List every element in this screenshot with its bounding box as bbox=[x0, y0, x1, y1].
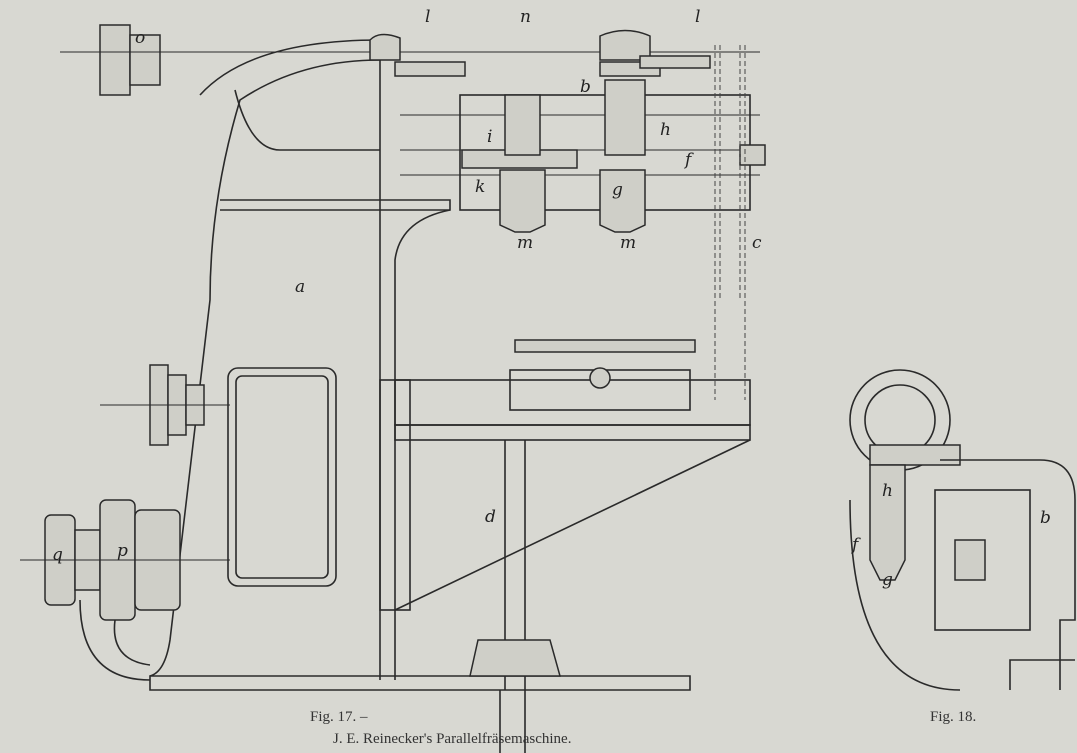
fig18-label-h: h bbox=[882, 481, 893, 501]
label-m-left: m bbox=[517, 233, 533, 253]
label-i: i bbox=[487, 127, 492, 147]
fig-18-caption: Fig. 18. bbox=[930, 709, 977, 725]
label-l-right: l bbox=[695, 7, 700, 27]
label-q: q bbox=[52, 545, 63, 565]
fig18-label-g: g bbox=[882, 570, 893, 590]
fig18-label-f: f bbox=[850, 535, 861, 555]
label-h: h bbox=[660, 120, 671, 140]
figure-title: J. E. Reinecker's Parallelfräsemaschine. bbox=[333, 731, 572, 747]
figure-18-drawing bbox=[849, 369, 1076, 691]
label-c: c bbox=[752, 233, 762, 253]
label-g: g bbox=[612, 180, 623, 200]
label-n: n bbox=[520, 7, 531, 27]
part-labels: o l n l b i h f k g m m c a d q p h b f … bbox=[52, 7, 1051, 590]
label-l-left: l bbox=[425, 7, 430, 27]
fig18-label-b: b bbox=[1040, 508, 1051, 528]
label-p: p bbox=[117, 541, 128, 561]
figure-17-drawing bbox=[20, 24, 766, 753]
label-m-right: m bbox=[620, 233, 636, 253]
label-k: k bbox=[475, 177, 485, 197]
fig-17-caption: Fig. 17. – bbox=[310, 709, 368, 725]
label-d: d bbox=[485, 507, 496, 527]
label-f: f bbox=[683, 150, 694, 170]
label-a: a bbox=[295, 277, 305, 297]
label-b: b bbox=[580, 77, 591, 97]
label-o: o bbox=[135, 28, 145, 48]
